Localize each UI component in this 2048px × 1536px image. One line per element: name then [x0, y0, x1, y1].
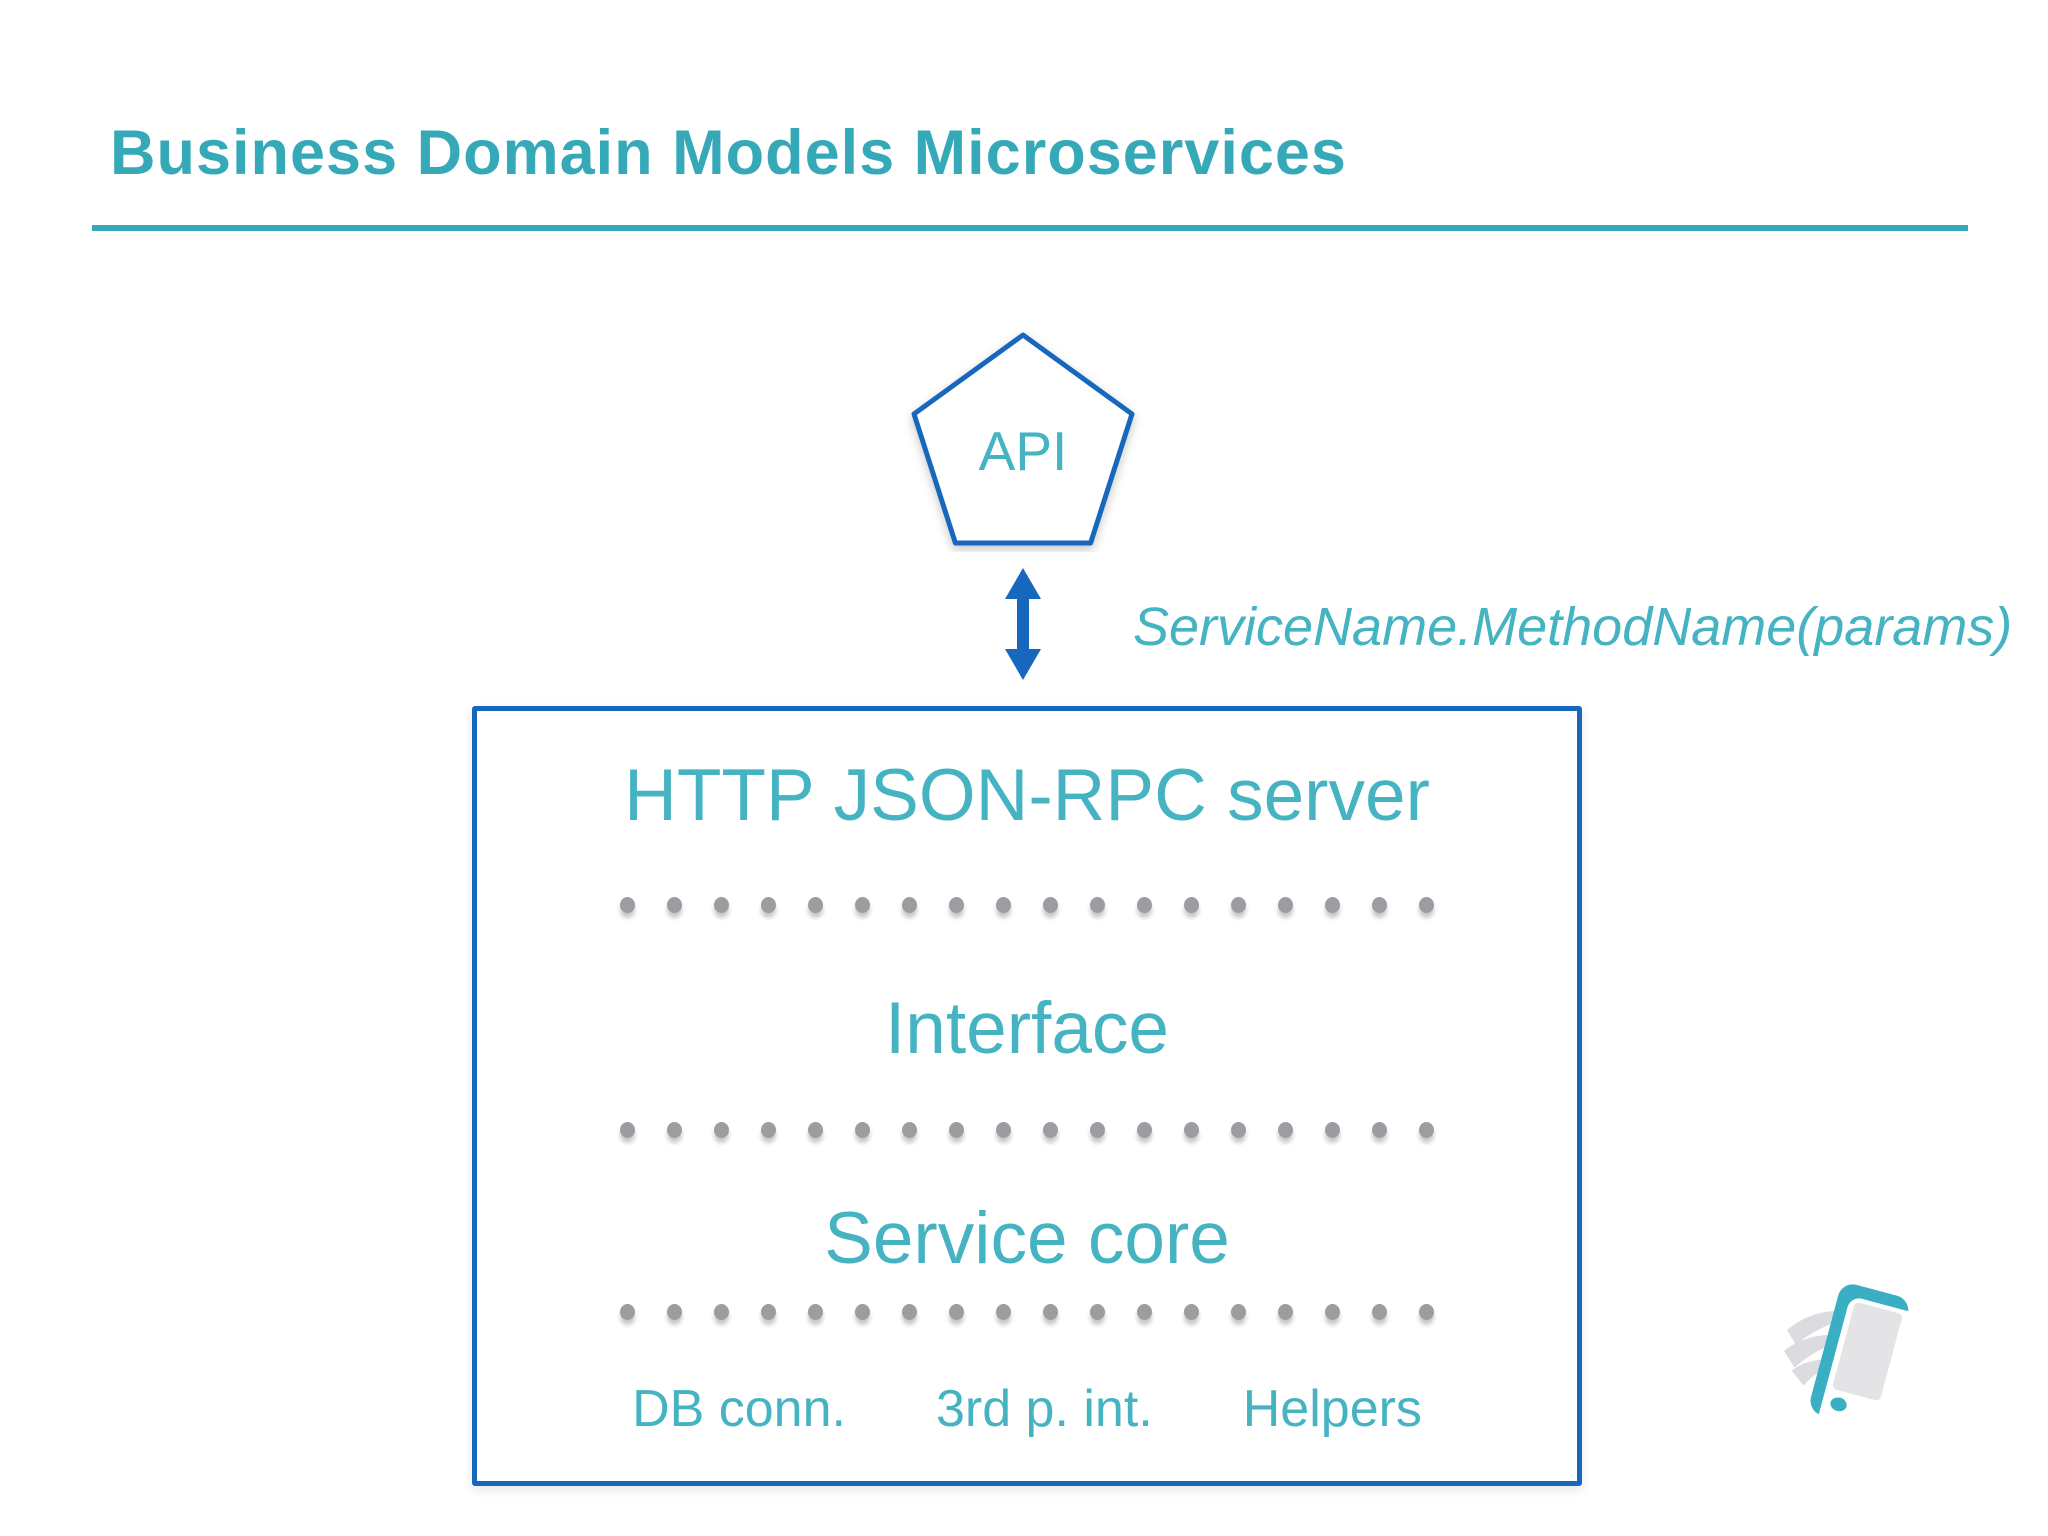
page-title: Business Domain Models Microservices — [110, 118, 1347, 188]
separator-dot — [761, 1122, 776, 1138]
separator-dot — [1419, 897, 1434, 913]
separator-dot — [1372, 897, 1387, 913]
api-label: API — [978, 420, 1068, 482]
dotted-separator — [477, 1304, 1577, 1320]
rpc-call-annotation: ServiceName.MethodName(params) — [1133, 597, 2013, 657]
phone-icon — [1810, 1284, 1918, 1432]
pentagon-icon — [911, 332, 1135, 546]
separator-dot — [996, 1122, 1011, 1138]
api-pentagon-node: API — [905, 326, 1141, 552]
separator-dot — [902, 1122, 917, 1138]
separator-dot — [1184, 1122, 1199, 1138]
component-helpers: Helpers — [1242, 1380, 1422, 1438]
separator-dot — [1184, 1304, 1199, 1320]
title-underline — [92, 225, 1968, 231]
winged-phone-logo — [1784, 1284, 1918, 1432]
separator-dot — [1278, 897, 1293, 913]
separator-dot — [1043, 1122, 1058, 1138]
separator-dot — [667, 897, 682, 913]
separator-dot — [808, 1304, 823, 1320]
separator-dot — [1137, 1122, 1152, 1138]
separator-dot — [1137, 897, 1152, 913]
separator-dot — [761, 1304, 776, 1320]
separator-dot — [1090, 1304, 1105, 1320]
separator-dot — [1137, 1304, 1152, 1320]
separator-dot — [620, 1304, 635, 1320]
separator-dot — [949, 897, 964, 913]
separator-dot — [761, 897, 776, 913]
separator-dot — [620, 897, 635, 913]
separator-dot — [667, 1304, 682, 1320]
separator-dot — [1372, 1304, 1387, 1320]
separator-dot — [1278, 1122, 1293, 1138]
separator-dot — [620, 1122, 635, 1138]
layer-http-json-rpc-server: HTTP JSON-RPC server — [624, 755, 1430, 836]
separator-dot — [1043, 1304, 1058, 1320]
components-row: DB conn. 3rd p. int. Helpers — [477, 1383, 1577, 1435]
separator-dot — [714, 897, 729, 913]
separator-dot — [996, 1304, 1011, 1320]
separator-dot — [996, 897, 1011, 913]
layer-service-core: Service core — [824, 1198, 1230, 1279]
separator-dot — [855, 1122, 870, 1138]
separator-dot — [1184, 897, 1199, 913]
component-3rd-party-int: 3rd p. int. — [935, 1380, 1153, 1438]
separator-dot — [1231, 1304, 1246, 1320]
separator-dot — [855, 897, 870, 913]
separator-dot — [808, 1122, 823, 1138]
separator-dot — [714, 1122, 729, 1138]
separator-dot — [1325, 1122, 1340, 1138]
separator-dot — [1325, 1304, 1340, 1320]
separator-dot — [1043, 897, 1058, 913]
dotted-separator — [477, 897, 1577, 913]
separator-dot — [949, 1122, 964, 1138]
component-db-conn: DB conn. — [632, 1380, 846, 1438]
separator-dot — [1090, 897, 1105, 913]
separator-dot — [1419, 1122, 1434, 1138]
service-box: HTTP JSON-RPC server Interface Service c… — [472, 706, 1582, 1486]
dotted-separator — [477, 1122, 1577, 1138]
separator-dot — [1278, 1304, 1293, 1320]
separator-dot — [667, 1122, 682, 1138]
separator-dot — [855, 1304, 870, 1320]
layer-interface: Interface — [884, 988, 1170, 1069]
separator-dot — [1325, 897, 1340, 913]
separator-dot — [714, 1304, 729, 1320]
separator-dot — [1090, 1122, 1105, 1138]
separator-dot — [949, 1304, 964, 1320]
bidirectional-arrow-icon — [1005, 568, 1041, 680]
separator-dot — [902, 1304, 917, 1320]
separator-dot — [1419, 1304, 1434, 1320]
separator-dot — [1231, 1122, 1246, 1138]
separator-dot — [1372, 1122, 1387, 1138]
separator-dot — [808, 897, 823, 913]
separator-dot — [1231, 897, 1246, 913]
separator-dot — [902, 897, 917, 913]
